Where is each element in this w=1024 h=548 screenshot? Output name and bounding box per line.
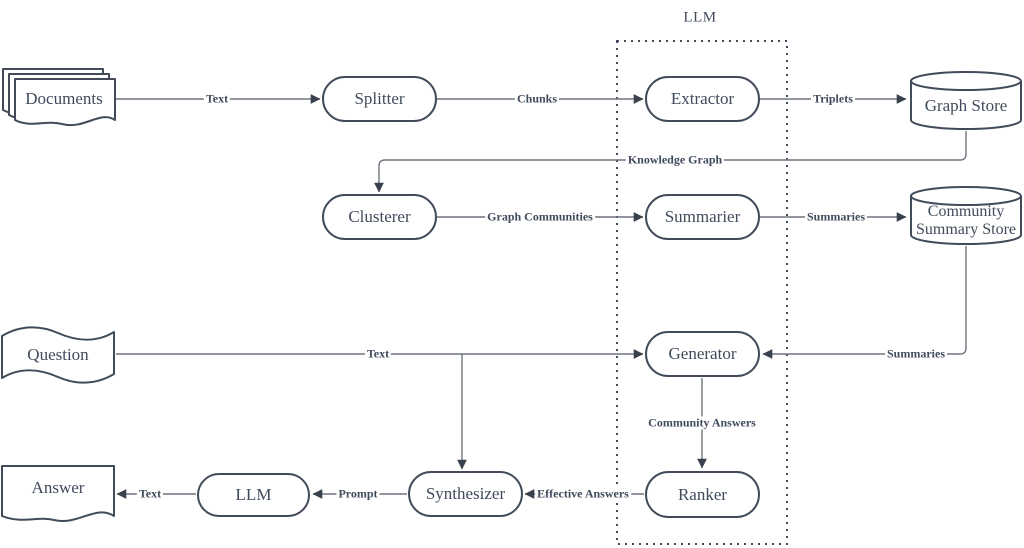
node-label: Extractor — [670, 89, 735, 109]
node-label: Community Summary Store — [916, 202, 1016, 238]
node-label: Ranker — [677, 484, 728, 504]
node-clusterer: Clusterer — [322, 194, 437, 240]
multi-document-shape — [2, 68, 116, 127]
tape-shape — [1, 326, 115, 384]
node-label: Clusterer — [348, 207, 411, 227]
node-label: Summarier — [664, 207, 741, 227]
document-shape — [1, 465, 115, 523]
node-synthesizer: Synthesizer — [408, 471, 523, 517]
node-label: LLM — [235, 485, 272, 505]
node-answer: Answer — [0, 460, 116, 530]
edge-label-graph-communities: Graph Communities — [485, 209, 595, 224]
edge-label-text-3: Text — [136, 486, 164, 501]
node-community-summary-store: Community Summary Store — [909, 185, 1023, 246]
edge-label-chunks: Chunks — [514, 91, 560, 106]
node-question: Question — [0, 324, 116, 386]
node-splitter: Splitter — [322, 76, 437, 122]
node-label: Synthesizer — [425, 484, 506, 504]
cylinder-shape — [910, 71, 1022, 130]
edge-label-prompt: Prompt — [336, 486, 380, 501]
edge-label-text-2: Text — [364, 346, 392, 361]
edge-label-triplets: Triplets — [811, 91, 855, 106]
cylinder-shape — [910, 186, 1022, 245]
node-label: Graph Store — [924, 96, 1008, 116]
node-generator: Generator — [645, 331, 760, 377]
node-llm: LLM — [197, 473, 310, 517]
node-label: Question — [27, 345, 89, 365]
node-extractor: Extractor — [645, 76, 760, 122]
edge-label-text-1: Text — [203, 91, 231, 106]
llm-group-title: LLM — [683, 9, 717, 26]
edge-label-knowledge-graph: Knowledge Graph — [625, 152, 725, 167]
node-ranker: Ranker — [645, 471, 760, 518]
edge-label-summaries-1: Summaries — [805, 209, 867, 224]
edge-community-summary-store-to-generator — [762, 246, 967, 359]
node-label: Splitter — [354, 89, 405, 109]
node-label: Documents — [25, 89, 103, 109]
node-summarier: Summarier — [645, 194, 760, 240]
node-documents: Documents — [0, 66, 116, 136]
edge-label-community-answers: Community Answers — [646, 415, 758, 430]
edge-label-effective-answers: Effective Answers — [535, 486, 631, 501]
node-label: Answer — [31, 478, 85, 498]
edge-label-summaries-2: Summaries — [885, 346, 947, 361]
node-graph-store: Graph Store — [909, 70, 1023, 131]
llm-group-box — [616, 40, 788, 545]
node-label: Generator — [668, 344, 737, 364]
